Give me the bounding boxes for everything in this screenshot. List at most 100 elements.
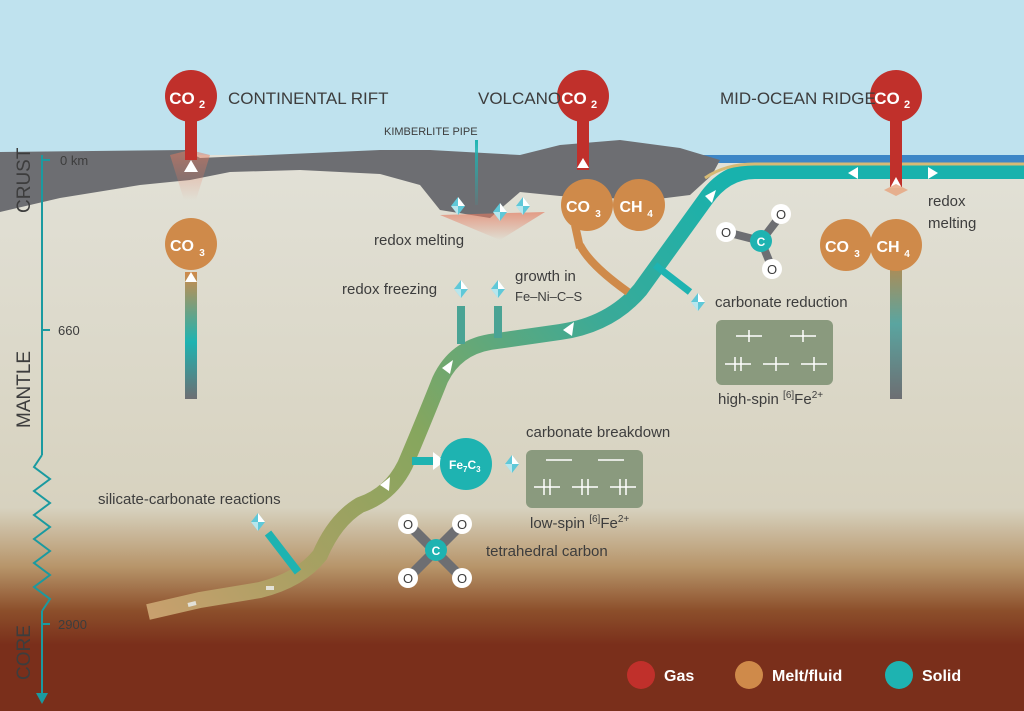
silicate-carbonate-label: silicate-carbonate reactions (98, 491, 281, 508)
svg-text:CH: CH (876, 239, 899, 256)
depth-tick-2900: 2900 (58, 617, 87, 632)
crust-label: CRUST (14, 147, 35, 213)
svg-text:CH: CH (619, 199, 642, 216)
rift-glow (170, 150, 210, 200)
svg-text:CO: CO (170, 238, 194, 255)
slab-arrow (380, 477, 390, 491)
svg-text:O: O (457, 517, 467, 532)
slab-arrow (442, 360, 453, 374)
rift-arrow (185, 272, 197, 282)
svg-text:CO: CO (825, 239, 849, 256)
svg-text:3: 3 (854, 249, 860, 260)
ocean (700, 155, 1024, 163)
slab-arrow (928, 167, 938, 179)
volcano-melt-branch (576, 243, 631, 296)
low-spin-orbital-box (526, 450, 643, 508)
svg-text:3: 3 (199, 248, 205, 259)
ch4-ridge: CH 4 (870, 219, 922, 271)
redox-melting-label: redox melting (374, 232, 464, 249)
kimberlite-pipe (475, 140, 478, 205)
low-spin-label: low-spin [6]Fe2+ (530, 514, 629, 532)
volcano-arrow (577, 158, 589, 168)
slab-gap (187, 601, 197, 607)
high-spin-label: high-spin [6]Fe2+ (718, 390, 823, 408)
depth-tick-660: 660 (58, 323, 80, 338)
ch4-volcano: CH 4 (613, 179, 665, 231)
svg-text:CO: CO (874, 89, 900, 108)
legend-gas-label: Gas (664, 668, 694, 685)
svg-text:CO: CO (561, 89, 587, 108)
legend-solid-label: Solid (922, 668, 961, 685)
legend-gas-swatch (627, 661, 655, 689)
redox-melting-ridge-label-1: redox (928, 193, 966, 210)
ridge-column (890, 262, 902, 399)
ridge-gas-column (890, 112, 902, 187)
carbonate-breakdown-label: carbonate breakdown (526, 424, 670, 441)
co3-volcano: CO 3 (561, 179, 613, 231)
co3-rift: CO 3 (165, 218, 217, 270)
co2-volcano: CO 2 (557, 70, 609, 122)
ridge-glow (884, 184, 908, 196)
continental-rift-label: CONTINENTAL RIFT (228, 89, 389, 108)
legend-melt-label: Melt/fluid (772, 668, 842, 685)
svg-text:Fe7C3: Fe7C3 (449, 458, 481, 474)
svg-text:CO: CO (566, 199, 590, 216)
tetrahedral-carbon-icon: C O O O O (398, 514, 472, 588)
redox-freezing-label: redox freezing (342, 281, 437, 298)
carbonate-reduction-label: carbonate reduction (715, 294, 848, 311)
kimberlite-pipe-label: KIMBERLITE PIPE (384, 126, 478, 138)
growth-in-label: growth in (515, 268, 576, 285)
legend-melt-swatch (735, 661, 763, 689)
mid-ocean-ridge-label: MID-OCEAN RIDGE (720, 89, 876, 108)
svg-text:2: 2 (904, 99, 910, 111)
rift-gas-column (185, 112, 197, 160)
co2-rift: CO 2 (165, 70, 217, 122)
svg-text:CO: CO (169, 89, 195, 108)
slab-flow-arrows (380, 167, 938, 491)
fe7c3-arrow (433, 452, 445, 470)
mantle-label: MANTLE (14, 351, 35, 428)
slab-arrow (563, 322, 574, 336)
fe-ni-c-s-label: Fe–Ni–C–S (515, 289, 583, 304)
core (0, 645, 1024, 711)
depth-axis (32, 155, 52, 704)
svg-text:O: O (776, 207, 786, 222)
svg-text:O: O (721, 225, 731, 240)
svg-text:O: O (403, 517, 413, 532)
carbonate-molecule-icon: C O O O (716, 204, 791, 279)
svg-text:3: 3 (595, 209, 601, 220)
rift-arrow (184, 160, 198, 172)
svg-text:O: O (403, 571, 413, 586)
fe7c3-circle: Fe7C3 (440, 438, 492, 490)
silicate-branch (264, 530, 302, 575)
slab-arrow (705, 190, 716, 203)
legend: Gas Melt/fluid Solid (627, 661, 961, 689)
volcano-label: VOLCANO (478, 89, 561, 108)
fe7c3-branch (412, 457, 448, 465)
svg-text:O: O (457, 571, 467, 586)
core-label: CORE (14, 625, 35, 680)
redox-freezing-branch (457, 306, 465, 344)
rift-column (185, 272, 197, 399)
redox-melting-ridge-label-2: melting (928, 215, 976, 232)
carbonate-reduction-branch (652, 262, 693, 295)
co3-ridge: CO 3 (820, 219, 872, 271)
svg-text:2: 2 (591, 99, 597, 111)
volcano-gas-column (577, 112, 589, 170)
ridge-arrow (890, 177, 902, 188)
legend-solid-swatch (885, 661, 913, 689)
svg-text:4: 4 (647, 209, 653, 220)
svg-text:O: O (767, 262, 777, 277)
svg-text:4: 4 (904, 249, 910, 260)
growth-branch (494, 306, 502, 338)
depth-tick-0: 0 km (60, 153, 88, 168)
tetrahedral-carbon-label: tetrahedral carbon (486, 543, 608, 560)
svg-text:2: 2 (199, 99, 205, 111)
svg-text:C: C (757, 235, 766, 249)
svg-text:C: C (432, 544, 441, 558)
slab-rim (704, 162, 1024, 180)
slab-arrow (848, 167, 858, 179)
high-spin-orbital-box (716, 320, 833, 385)
